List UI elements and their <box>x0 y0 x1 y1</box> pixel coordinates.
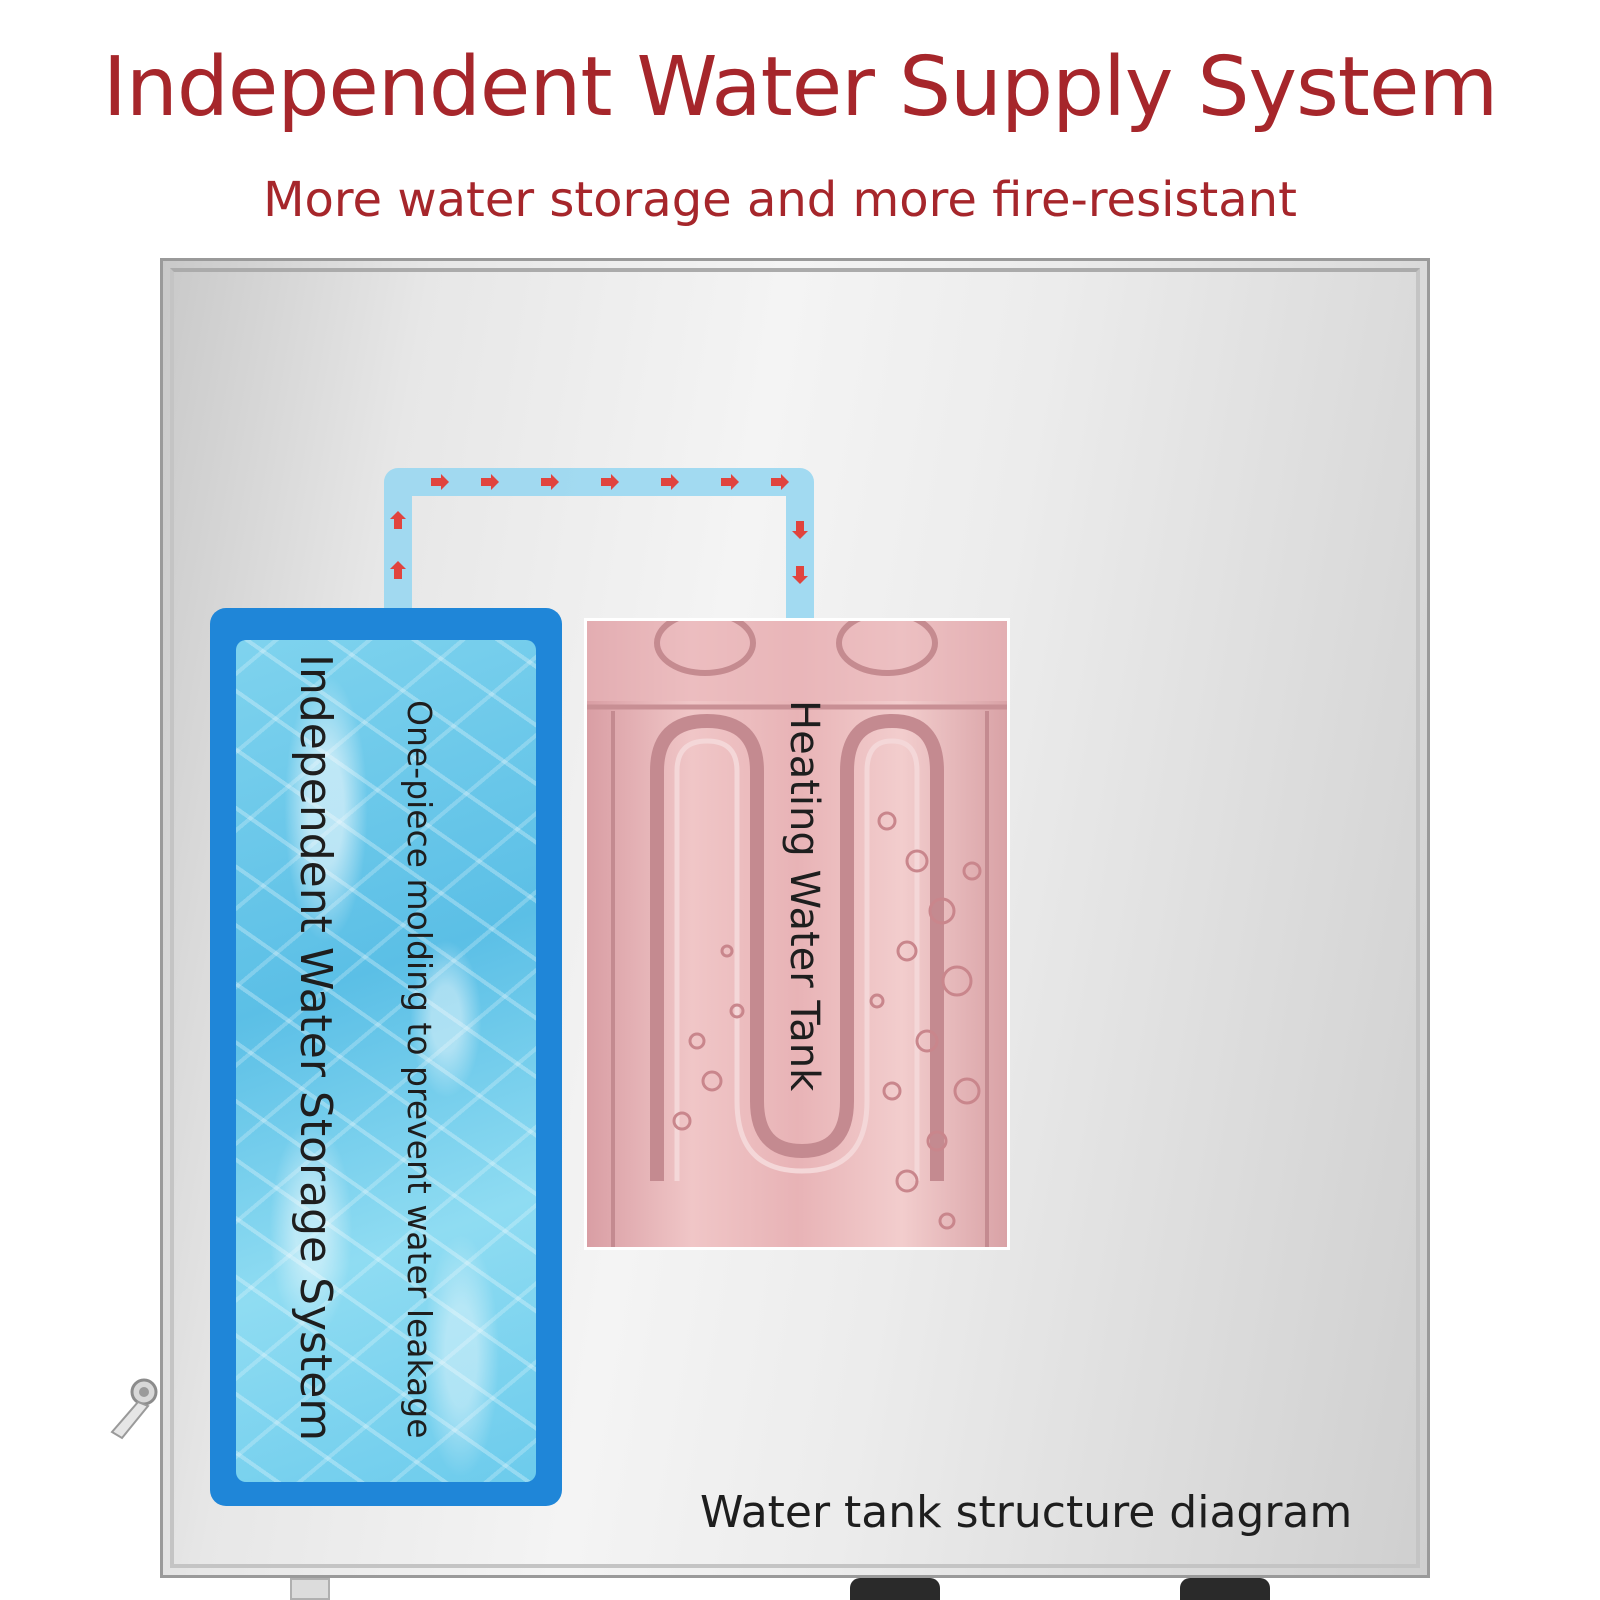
bubble <box>869 993 885 1009</box>
bubble <box>926 1130 948 1152</box>
bubble <box>896 940 918 962</box>
heating-tank <box>584 618 1010 1250</box>
bubble <box>720 944 734 958</box>
bubble <box>672 1111 692 1131</box>
bubble <box>962 861 982 881</box>
diagram-caption: Water tank structure diagram <box>700 1487 1353 1538</box>
heating-tank-label: Heating Water Tank <box>781 700 827 1092</box>
bubble <box>941 965 973 997</box>
bubble <box>729 1003 745 1019</box>
latch-icon <box>110 1378 158 1440</box>
bubble <box>905 849 929 873</box>
foot-left <box>850 1578 940 1600</box>
storage-tank-water <box>236 640 536 1482</box>
bottom-bracket <box>290 1578 330 1600</box>
panel-rim <box>170 268 1420 1568</box>
heating-element <box>587 621 1007 1247</box>
foot-right <box>1180 1578 1270 1600</box>
bubble <box>688 1032 706 1050</box>
bubble <box>938 1212 956 1230</box>
bubble <box>895 1169 919 1193</box>
bubble <box>928 897 956 925</box>
page-title: Independent Water Supply System <box>102 40 1499 135</box>
molding-note-label: One-piece molding to prevent water leaka… <box>400 700 439 1439</box>
bubble <box>877 811 897 831</box>
bubble <box>882 1081 902 1101</box>
bubble <box>915 1029 939 1053</box>
bubble <box>701 1070 723 1092</box>
storage-system-label: Independent Water Storage System <box>290 654 341 1442</box>
page-subtitle: More water storage and more fire-resista… <box>263 172 1297 228</box>
bubble <box>953 1077 981 1105</box>
